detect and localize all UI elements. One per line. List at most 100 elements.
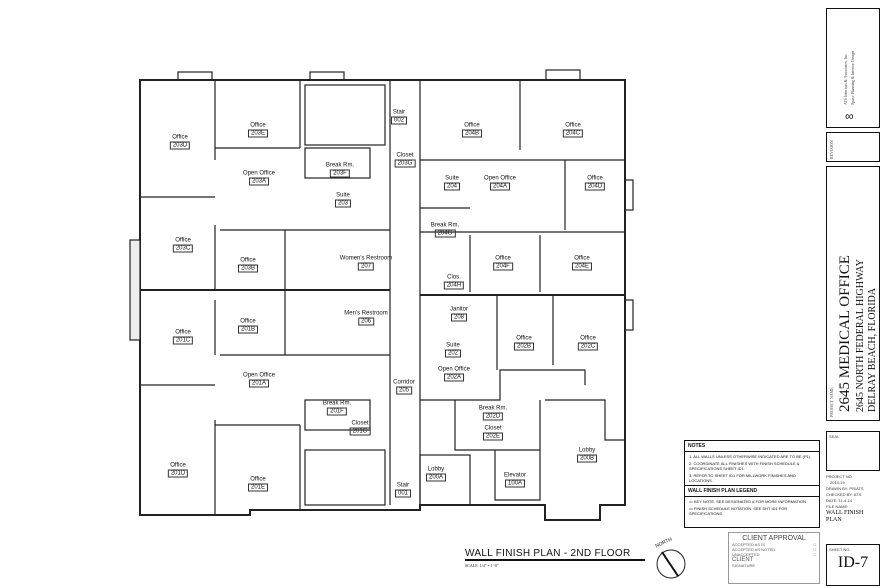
room-number: 201A xyxy=(248,379,270,388)
room-name: Lobby xyxy=(578,447,596,454)
legend-heading: WALL FINISH PLAN LEGEND xyxy=(685,485,819,497)
room-name: Office xyxy=(495,255,511,262)
room-name: Closet xyxy=(484,425,502,432)
room-number: 204H xyxy=(443,281,465,290)
room-label: Clos.204H xyxy=(443,275,465,290)
room-number: 201G xyxy=(349,427,371,436)
room-number: 203 xyxy=(334,199,352,208)
legend-keynote: ▭ KEY NOTE. SEE DESIGNATED # FOR MORE IN… xyxy=(689,499,808,504)
room-name: Open Office xyxy=(243,170,275,177)
room-number: 203E xyxy=(247,129,269,138)
room-number: 001 xyxy=(394,489,412,498)
sheet-block: SHEET NO. ID-7 xyxy=(826,544,880,586)
approval-option-label: ACCEPTED AS NOTED xyxy=(732,547,776,552)
room-number: 200B xyxy=(576,454,598,463)
room-number: 100A xyxy=(504,479,526,488)
room-name: Office xyxy=(565,122,581,129)
room-number: 207 xyxy=(357,262,375,271)
room-number: 204 xyxy=(443,182,461,191)
approval-option-label: ACCEPTED AS IS xyxy=(732,542,765,547)
room-number: 202A xyxy=(443,373,465,382)
checkbox[interactable]: □ xyxy=(813,552,816,557)
notes-heading: NOTES xyxy=(685,441,819,452)
project-name: 2645 MEDICAL OFFICE xyxy=(837,255,853,412)
approval-option: ACCEPTED AS NOTED □ xyxy=(732,547,816,552)
sheet-no-label: SHEET NO. xyxy=(829,547,851,552)
notes-box: NOTES 1. ALL WALLS UNLESS OTHERWISE INDI… xyxy=(684,440,820,528)
room-name: Lobby xyxy=(427,466,445,473)
room-number: 204B xyxy=(461,129,483,138)
room-number: 203B xyxy=(237,264,259,273)
room-number: 202 xyxy=(444,349,462,358)
room-name: Women's Restroom xyxy=(339,255,393,262)
room-name: Open Office xyxy=(484,175,516,182)
project-block: PROJECT NAME 2645 MEDICAL OFFICE 2645 NO… xyxy=(826,166,880,421)
plan-title: WALL FINISH PLAN - 2ND FLOOR xyxy=(465,548,645,561)
room-name: Office xyxy=(172,134,188,141)
room-name: Office xyxy=(580,335,596,342)
date: DATE: 11-4-14 xyxy=(826,498,853,503)
revision-block: REVISION xyxy=(826,132,880,162)
room-number: 201F xyxy=(327,407,347,416)
firm-block: ATS Interiors & Associates, Inc. Space P… xyxy=(826,8,880,128)
project-address-2: DELRAY BEACH, FLORIDA xyxy=(867,288,878,412)
sheet-no: ID-7 xyxy=(837,554,869,571)
project-no: 2014-19 xyxy=(830,480,845,485)
note-3: 3. REFER TO SHEET ID1 FOR MILLWORK FINIS… xyxy=(689,473,796,483)
legend-finish: ▭ FINISH SCHEDULE NOTATION. SEE SHT ID1 … xyxy=(689,506,788,516)
exterior-wall xyxy=(139,79,626,521)
checkbox[interactable]: □ xyxy=(813,547,816,552)
seal-label: SEAL xyxy=(829,434,840,439)
checkbox[interactable]: □ xyxy=(813,542,816,547)
approval-option-label: UNACCEPTED xyxy=(732,552,760,557)
room-number: 204C xyxy=(562,129,584,138)
room-name: Janitor xyxy=(449,306,469,313)
room-name: Elevator xyxy=(503,472,527,479)
file-name-label: FILE NAME: xyxy=(826,504,849,509)
room-number: 201D xyxy=(167,469,189,478)
room-number: 201C xyxy=(172,336,194,345)
room-number: 201E xyxy=(247,483,269,492)
file-name: WALL FINISH PLAN xyxy=(826,510,864,523)
room-number: 203C xyxy=(172,244,194,253)
room-name: Break Rm. xyxy=(322,400,352,407)
room-label: Break Rm.201F xyxy=(323,401,351,416)
project-address-1: 2645 NORTH FEDERAL HIGHWAY xyxy=(855,259,866,412)
room-name: Office xyxy=(250,122,266,129)
room-number: 202C xyxy=(577,342,599,351)
room-name: Office xyxy=(516,335,532,342)
client-label: CLIENT xyxy=(732,557,754,563)
room-name: Break Rm. xyxy=(478,405,508,412)
room-name: Open Office xyxy=(438,366,470,373)
room-name: Office xyxy=(250,476,266,483)
room-name: Open Office xyxy=(243,372,275,379)
